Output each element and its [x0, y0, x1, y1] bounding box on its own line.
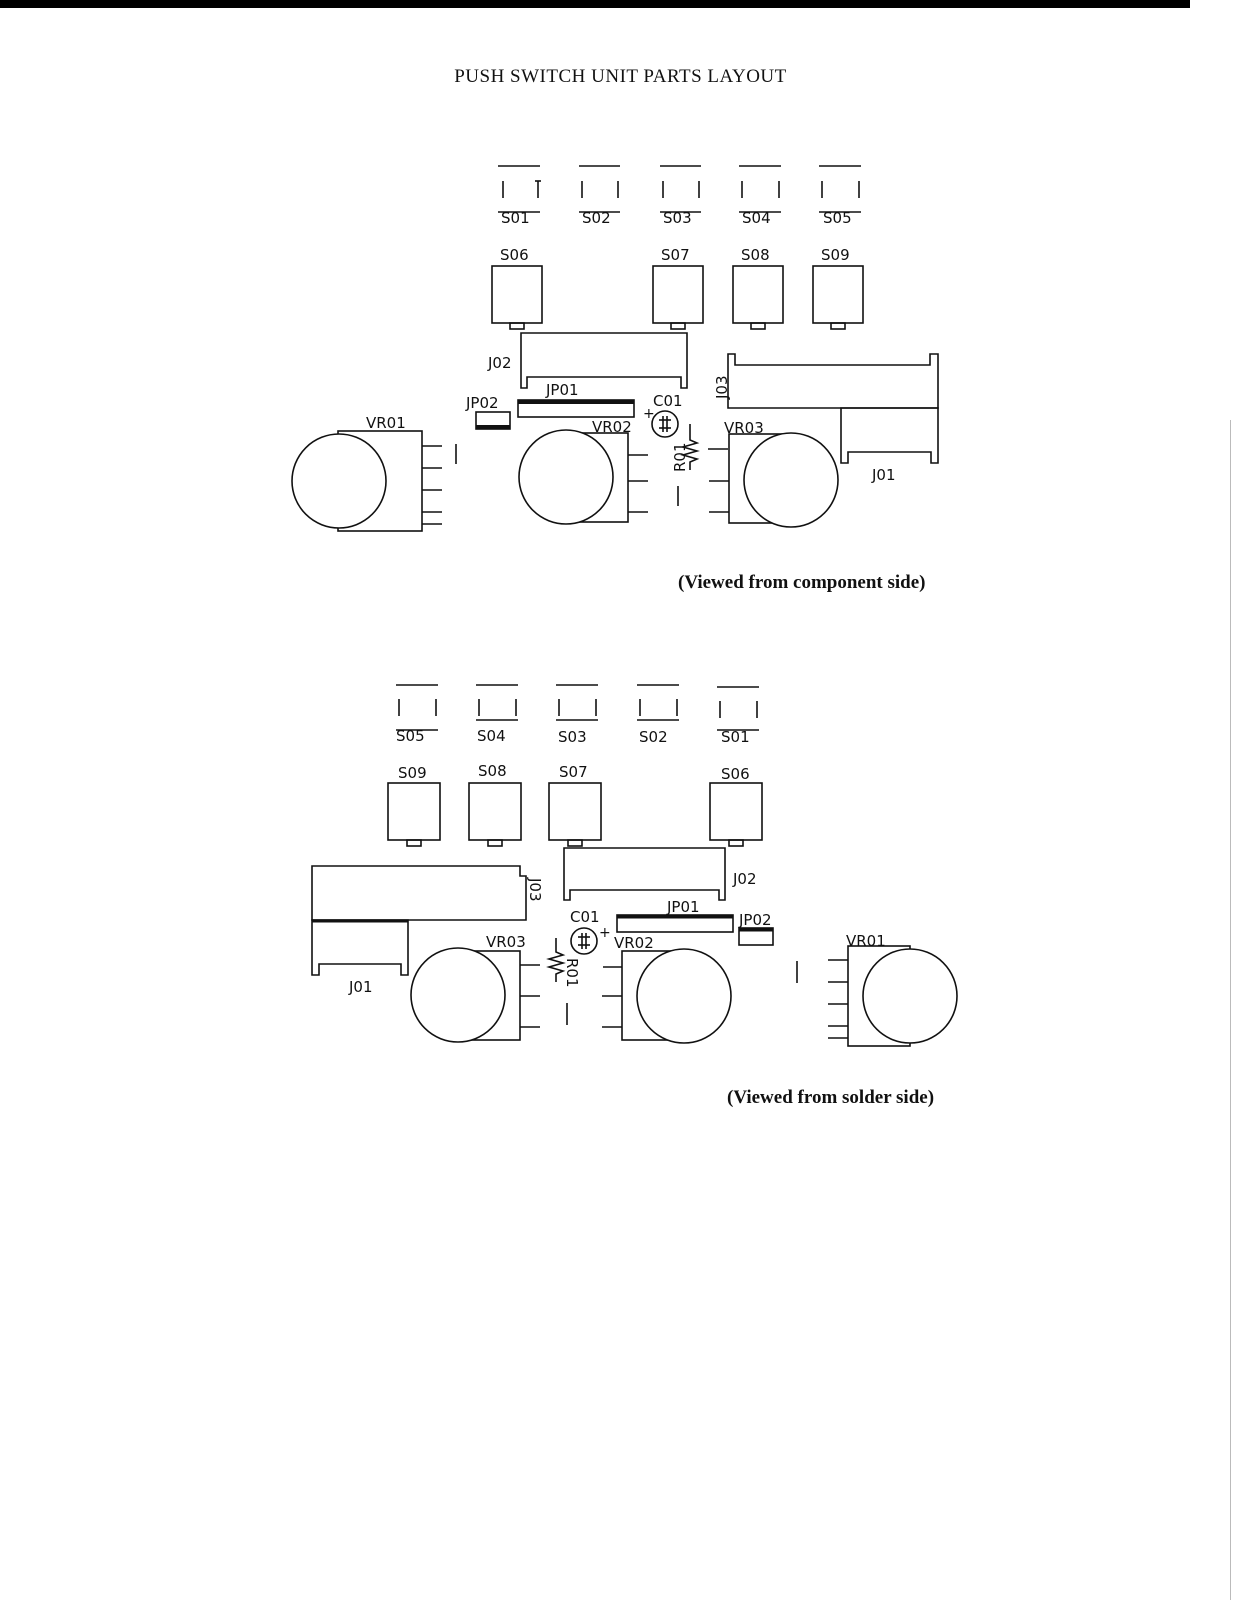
switch-s05: [396, 684, 438, 731]
label-jp02: JP02: [465, 394, 499, 412]
label-s03: S03: [558, 728, 587, 746]
label-s07: S07: [559, 763, 588, 781]
jumper-jp01: [616, 914, 734, 933]
label-s01: S01: [721, 728, 750, 746]
label-vr01: VR01: [846, 932, 886, 950]
switch-s05: [819, 165, 861, 213]
label-jp01: JP01: [666, 898, 700, 916]
connector-j01: [311, 919, 409, 976]
label-vr03: VR03: [724, 419, 764, 437]
label-s05: S05: [823, 209, 852, 227]
label-c01: C01: [570, 908, 600, 926]
label-j03: J03: [713, 375, 731, 400]
switch-s06: [709, 782, 763, 841]
potentiometer-vr03: [410, 947, 540, 1043]
label-j02: J02: [732, 870, 757, 888]
top-rule: [0, 0, 1190, 8]
connector-j02: [563, 847, 726, 901]
label-j03: J03: [526, 877, 544, 902]
page-edge: [1230, 420, 1231, 1600]
connector-j02: [520, 332, 688, 389]
label-s09: S09: [821, 246, 850, 264]
switch-s08: [468, 782, 522, 841]
potentiometer-vr01: [291, 430, 457, 532]
switch-s03: [556, 684, 598, 721]
label-s02: S02: [582, 209, 611, 227]
label-s02: S02: [639, 728, 668, 746]
connector-j03: [727, 353, 939, 409]
label-c01-plus: +: [643, 406, 655, 422]
jumper-jp02: [738, 927, 774, 946]
label-s08: S08: [478, 762, 507, 780]
switch-s09: [387, 782, 441, 841]
caption-solder-side: (Viewed from solder side): [727, 1087, 935, 1108]
label-s04: S04: [477, 727, 506, 745]
potentiometer-vr02: [602, 948, 732, 1044]
label-s09: S09: [398, 764, 427, 782]
label-s06: S06: [500, 246, 529, 264]
label-s05: S05: [396, 727, 425, 745]
label-r01: R01: [563, 958, 581, 988]
capacitor-c01: [651, 410, 679, 438]
label-j01: J01: [871, 466, 896, 484]
label-vr03: VR03: [486, 933, 526, 951]
label-s01: S01: [501, 209, 530, 227]
label-jp01: JP01: [545, 381, 579, 399]
caption-component-side: (Viewed from component side): [678, 572, 926, 593]
resistor-r01: [546, 938, 566, 982]
label-vr02: VR02: [614, 934, 654, 952]
switch-s07: [548, 782, 602, 841]
label-c01: C01: [653, 392, 683, 410]
page-title: PUSH SWITCH UNIT PARTS LAYOUT: [454, 66, 787, 87]
switch-s03: [660, 165, 701, 213]
potentiometer-vr01: [796, 945, 958, 1047]
switch-s01: [717, 686, 759, 731]
label-jp02: JP02: [738, 911, 772, 929]
label-vr01: VR01: [366, 414, 406, 432]
label-j02: J02: [487, 354, 512, 372]
label-s04: S04: [742, 209, 771, 227]
connector-j01: [840, 407, 939, 464]
label-s06: S06: [721, 765, 750, 783]
label-s08: S08: [741, 246, 770, 264]
switch-s02: [579, 165, 620, 213]
switch-s04: [739, 165, 781, 213]
label-s07: S07: [661, 246, 690, 264]
label-vr02: VR02: [592, 418, 632, 436]
connector-j03: [311, 865, 527, 921]
potentiometer-vr03: [709, 432, 839, 528]
switch-s02: [637, 684, 679, 721]
switch-s01: [498, 165, 541, 213]
resistor-r01: [680, 424, 700, 470]
potentiometer-vr02: [518, 429, 648, 525]
label-r01: R01: [671, 442, 689, 472]
label-s03: S03: [663, 209, 692, 227]
label-j01: J01: [348, 978, 373, 996]
capacitor-c01: [570, 927, 598, 955]
label-c01-plus: +: [599, 925, 611, 941]
switch-s04: [476, 684, 518, 721]
